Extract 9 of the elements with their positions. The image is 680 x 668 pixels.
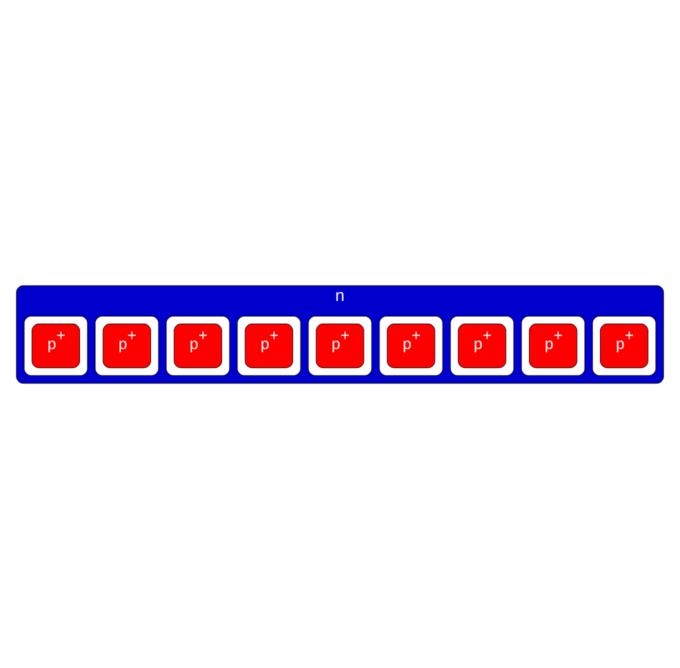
- cluster: [94, 315, 159, 376]
- cluster: [308, 315, 372, 376]
- cluster: [166, 315, 230, 376]
- cluster: [450, 315, 514, 376]
- cluster: [521, 315, 586, 376]
- cluster: [237, 315, 301, 376]
- cluster: [379, 315, 443, 376]
- cluster: [24, 315, 88, 376]
- cluster: [592, 315, 656, 376]
